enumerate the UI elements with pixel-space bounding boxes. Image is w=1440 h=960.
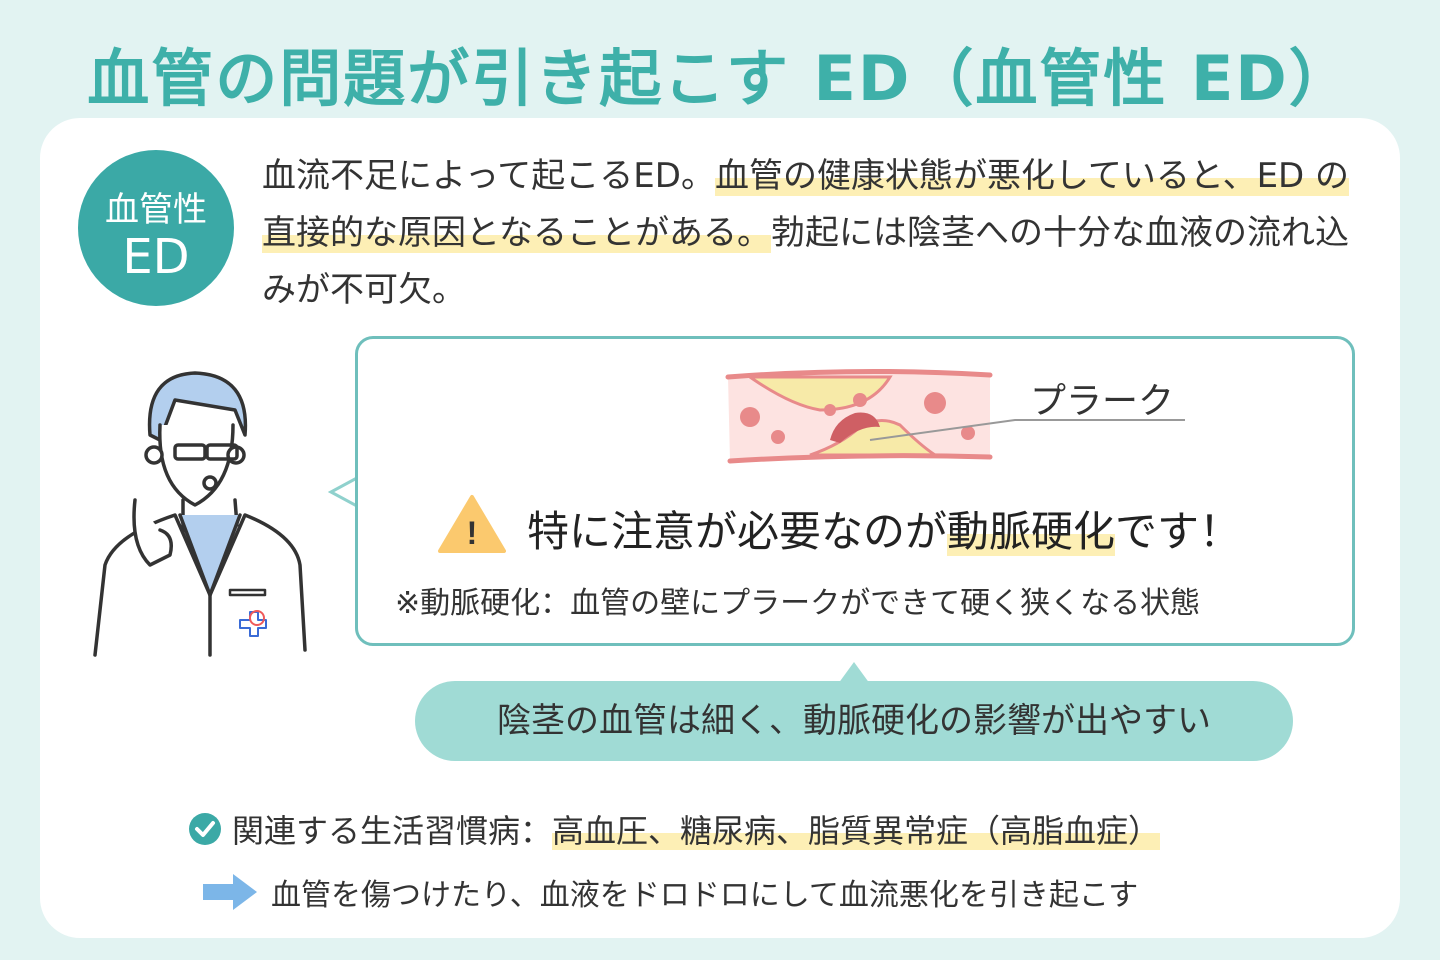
arrow-right-icon: [203, 874, 257, 910]
badge-line1: 血管性: [105, 190, 207, 230]
artery-plaque-illustration: [725, 368, 1185, 464]
intro-part1: 血流不足によって起こるED。: [262, 156, 715, 196]
warning-icon: !: [438, 495, 506, 553]
intro-part2: 勃起には陰茎への十分な血液の流れ込みが不可欠。: [262, 213, 1349, 310]
check-circle-icon: [189, 813, 221, 845]
related-highlight: 高血圧、糖尿病、脂質異常症（高脂血症）: [552, 812, 1161, 850]
pill-tail: [838, 662, 870, 684]
doctor-illustration: [93, 371, 307, 657]
vascular-ed-badge: 血管性 ED: [78, 150, 234, 306]
warning-icon-mark: !: [467, 515, 478, 551]
related-diseases: 関連する生活習慣病：高血圧、糖尿病、脂質異常症（高脂血症）: [188, 806, 1161, 852]
badge-line2: ED: [122, 229, 190, 285]
warning-text: 特に注意が必要なのが動脈硬化です！: [527, 498, 1241, 559]
key-point-pill: 陰茎の血管は細く、動脈硬化の影響が出やすい: [415, 681, 1293, 761]
arteriosclerosis-note: ※動脈硬化：血管の壁にプラークができて硬く狭くなる状態: [395, 586, 1201, 621]
warning-highlight: 動脈硬化: [947, 507, 1116, 556]
related-label: 関連する生活習慣病：: [232, 812, 553, 850]
effect-text: 血管を傷つけたり、血液をドロドロにして血流悪化を引き起こす: [271, 878, 1139, 913]
effect-line: 血管を傷つけたり、血液をドロドロにして血流悪化を引き起こす: [203, 870, 1138, 914]
plaque-label: プラーク: [1030, 381, 1175, 422]
warning-after: です！: [1115, 507, 1242, 556]
page-title: 血管の問題が引き起こす ED（血管性 ED）: [87, 42, 1353, 115]
intro-text: 血流不足によって起こるED。血管の健康状態が悪化していると、ED の直接的な原因…: [262, 148, 1372, 319]
warning-before: 特に注意が必要なのが: [527, 507, 948, 556]
